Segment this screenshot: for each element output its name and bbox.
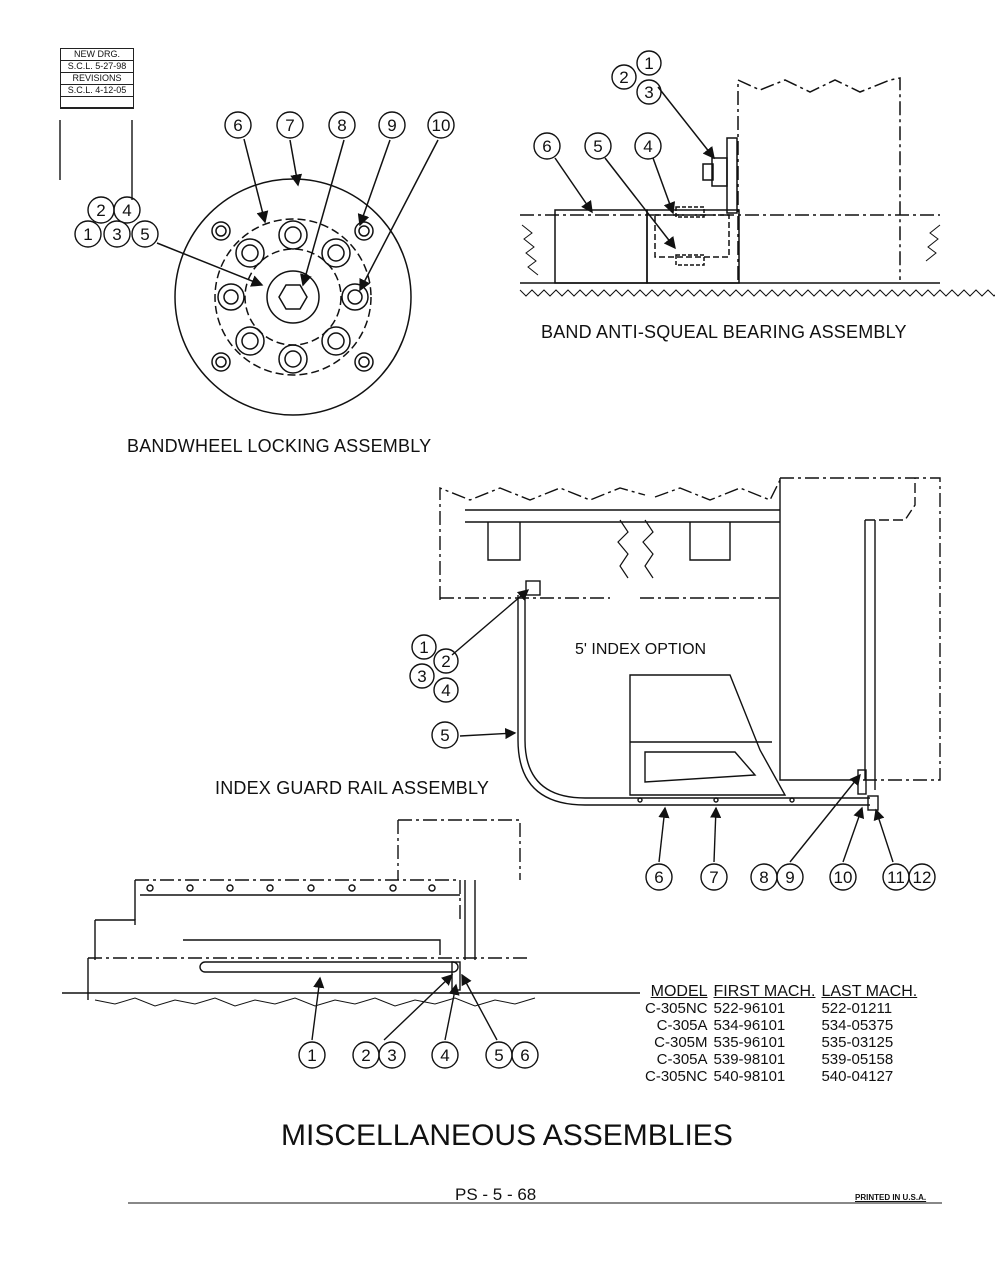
callout-label: 6: [542, 137, 551, 156]
table-header: LAST MACH.: [821, 983, 918, 1000]
table-header: MODEL: [650, 983, 708, 1000]
table-cell: C-305NC: [645, 1068, 708, 1085]
table-cell: 522-01211: [821, 1000, 893, 1017]
table-row: C-305NC 540-98101 540-04127: [645, 1068, 923, 1085]
table-cell: 535-96101: [713, 1034, 786, 1051]
printed-label: PRINTED IN U.S.A.: [855, 1193, 927, 1202]
bandwheel-title: BANDWHEEL LOCKING ASSEMBLY: [127, 436, 432, 456]
callout-label: 8: [759, 868, 768, 887]
callout-label: 1: [419, 638, 428, 657]
callout-label: 2: [441, 652, 450, 671]
callout-label: 5: [140, 225, 149, 244]
callout-label: 7: [285, 116, 294, 135]
index-guard-drawing: [439, 477, 941, 863]
callout-label: 6: [654, 868, 663, 887]
table-cell: C-305A: [656, 1051, 708, 1068]
callout-label: 3: [644, 83, 653, 102]
callout-label: 6: [233, 116, 242, 135]
table-cell: 535-03125: [821, 1034, 894, 1051]
table-cell: 534-05375: [821, 1017, 894, 1034]
callout-label: 5: [440, 726, 449, 745]
table-cell: 539-98101: [713, 1051, 786, 1068]
table-cell: C-305NC: [645, 1000, 708, 1017]
callout-label: 9: [785, 868, 794, 887]
table-cell: 534-96101: [713, 1017, 786, 1034]
callout-label: 7: [709, 868, 718, 887]
callout-label: 2: [619, 68, 628, 87]
table-row: C-305A 534-96101 534-05375: [645, 1017, 923, 1034]
table-header: FIRST MACH.: [713, 983, 816, 1000]
revision-row: S.C.L. 5-27-98: [61, 61, 133, 73]
index-guard-title: INDEX GUARD RAIL ASSEMBLY: [215, 778, 490, 798]
callout-label: 8: [337, 116, 346, 135]
callout-label: 2: [96, 201, 105, 220]
table-cell: C-305M: [654, 1034, 708, 1051]
anti-squeal-drawing: [519, 77, 995, 297]
callout-label: 10: [432, 116, 451, 135]
page-title: MISCELLANEOUS ASSEMBLIES: [281, 1119, 733, 1152]
callout-label: 3: [112, 225, 121, 244]
callout-label: 1: [83, 225, 92, 244]
table-cell: C-305A: [656, 1017, 708, 1034]
callout-label: 1: [644, 54, 653, 73]
callout-label: 4: [643, 137, 652, 156]
callout-label: 4: [440, 1046, 449, 1065]
callout-label: 5: [494, 1046, 503, 1065]
callout-label: 4: [441, 681, 450, 700]
anti-squeal-callouts: [533, 50, 662, 160]
callout-label: 4: [122, 201, 131, 220]
callout-label: 9: [387, 116, 396, 135]
table-cell: 522-96101: [713, 1000, 786, 1017]
table-row: C-305M 535-96101 535-03125: [645, 1034, 923, 1051]
bandwheel-callouts: [74, 111, 455, 248]
model-table: MODEL FIRST MACH. LAST MACH. C-305NC 522…: [645, 983, 923, 1085]
revision-row: S.C.L. 4-12-05: [61, 85, 133, 97]
bandwheel-drawing: [156, 138, 439, 416]
revision-block: NEW DRG. S.C.L. 5-27-98 REVISIONS S.C.L.…: [60, 48, 134, 109]
callout-label: 10: [834, 868, 853, 887]
callout-label: 1: [307, 1046, 316, 1065]
index-guard-callouts: [409, 634, 936, 891]
index-option-label: 5' INDEX OPTION: [575, 641, 707, 658]
table-row: C-305A 539-98101 539-05158: [645, 1051, 923, 1068]
callout-label: 12: [913, 868, 932, 887]
revision-row: NEW DRG.: [61, 49, 133, 61]
anti-squeal-title: BAND ANTI-SQUEAL BEARING ASSEMBLY: [541, 322, 907, 342]
callout-label: 2: [361, 1046, 370, 1065]
table-cell: 540-98101: [713, 1068, 786, 1085]
callout-label: 6: [520, 1046, 529, 1065]
callout-label: 5: [593, 137, 602, 156]
lower-assembly-callouts: [298, 1041, 539, 1069]
revision-row: REVISIONS: [61, 73, 133, 85]
callout-label: 3: [417, 667, 426, 686]
lower-assembly-drawing: [62, 819, 640, 1041]
table-cell: 539-05158: [821, 1051, 894, 1068]
table-cell: 540-04127: [821, 1068, 894, 1085]
callout-label: 11: [887, 868, 905, 887]
table-row: C-305NC 522-96101 522-01211: [645, 1000, 923, 1017]
callout-label: 3: [387, 1046, 396, 1065]
page-number: PS - 5 - 68: [455, 1185, 537, 1204]
